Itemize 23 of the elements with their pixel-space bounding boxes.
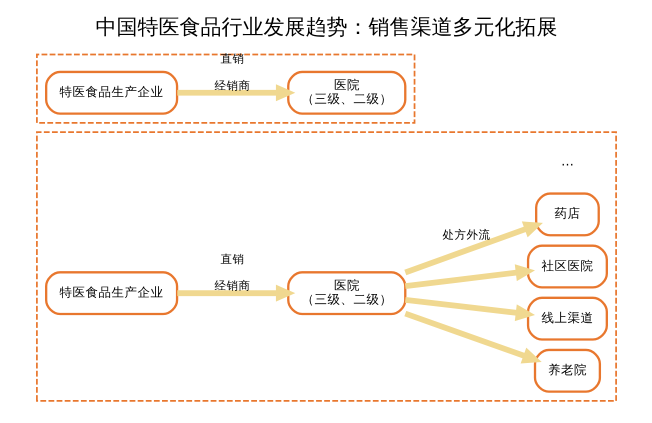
node-box: 养老院 <box>533 348 601 393</box>
arrow <box>404 296 535 322</box>
edge-label: 处方外流 <box>442 228 490 242</box>
diagram-title: 中国特医食品行业发展趋势：销售渠道多元化拓展 <box>95 15 557 40</box>
node-box: 药店 <box>534 192 600 236</box>
arrow <box>176 84 295 102</box>
arrow <box>176 284 295 302</box>
arrow <box>404 221 542 276</box>
edge-label: 直销 <box>220 252 244 266</box>
label: … <box>560 154 574 170</box>
arrow <box>404 264 535 290</box>
arrow <box>404 310 542 364</box>
edge-label: 经销商 <box>214 278 250 293</box>
edge-label: 经销商 <box>214 78 250 92</box>
node-box: 特医食品生产企业 <box>44 70 178 115</box>
cluster <box>36 131 616 402</box>
node-box: 社区医院 <box>526 244 608 289</box>
node-box: 医院 （三级、二级） <box>286 70 406 115</box>
node-box: 医院 （三级、二级） <box>286 271 406 316</box>
cluster <box>36 54 415 124</box>
edge-label: 直销 <box>220 52 244 66</box>
node-box: 线上渠道 <box>526 296 608 341</box>
node-box: 特医食品生产企业 <box>44 271 178 316</box>
